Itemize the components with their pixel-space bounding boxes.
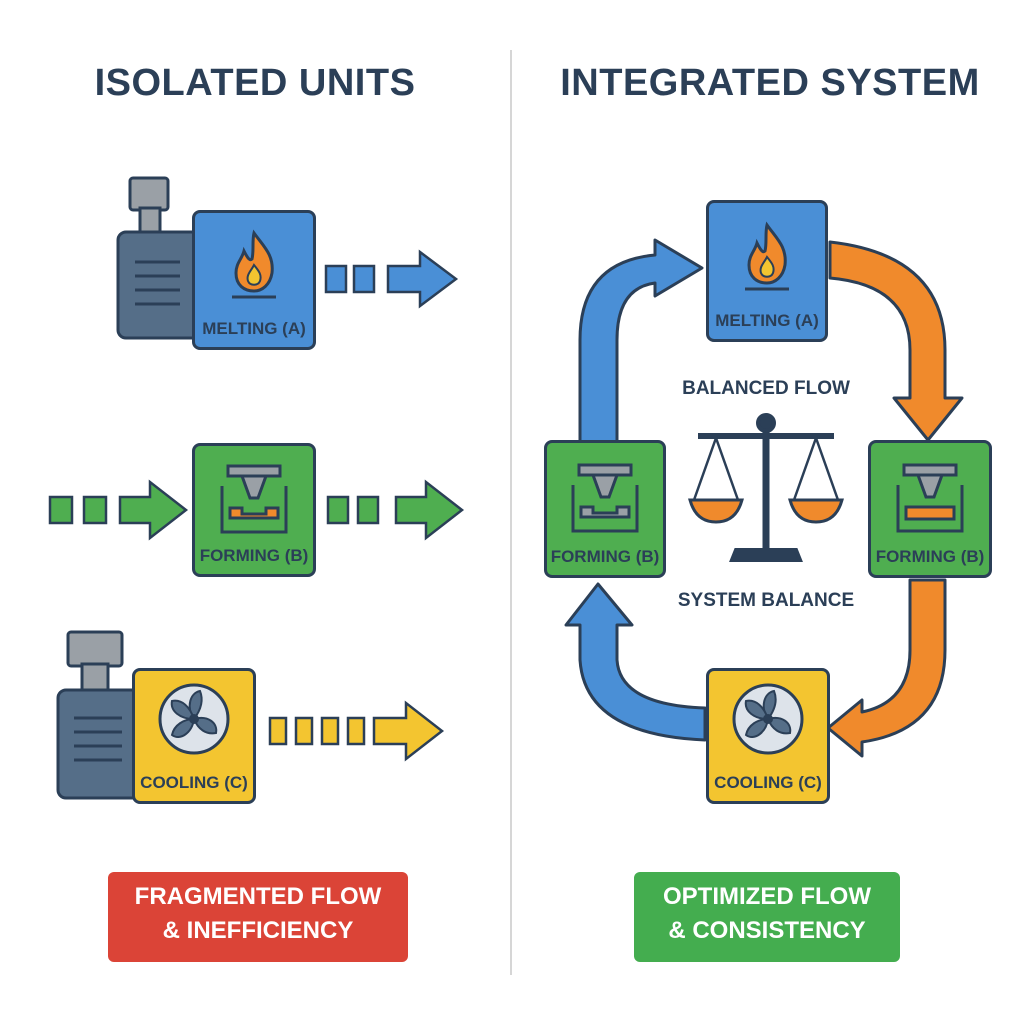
unit-cooling-left: COOLING (C): [132, 668, 256, 804]
optimized-flow-badge: OPTIMIZED FLOW & CONSISTENCY: [634, 872, 900, 962]
right-panel-title: INTEGRATED SYSTEM: [560, 62, 980, 104]
unit-melting-left-label: MELTING (A): [202, 319, 306, 338]
motor-icon-melting: [116, 176, 202, 340]
unit-forming-right-left-label: FORMING (B): [550, 547, 660, 566]
scale-icon: [688, 413, 844, 562]
unit-melting-right: MELTING (A): [706, 200, 828, 342]
unit-forming-left-label: FORMING (B): [199, 546, 309, 565]
dashed-arrow-melting-out: [324, 249, 459, 309]
motor-icon-cooling: [56, 630, 144, 800]
fragmented-flow-line1: FRAGMENTED FLOW: [134, 883, 382, 910]
cycle-arrow-cooling-to-forming: [564, 582, 707, 742]
optimized-flow-line2: & CONSISTENCY: [668, 917, 866, 944]
cycle-arrow-melting-to-forming: [828, 240, 964, 442]
unit-forming-right-left: FORMING (B): [544, 440, 666, 578]
press-icon: [571, 463, 639, 533]
dashed-arrow-forming-out: [326, 479, 465, 541]
unit-forming-right-right: FORMING (B): [868, 440, 992, 578]
system-balance-label: SYSTEM BALANCE: [677, 590, 855, 611]
panel-divider: [510, 50, 512, 975]
balanced-flow-label: BALANCED FLOW: [682, 378, 850, 399]
unit-melting-left: MELTING (A): [192, 210, 316, 350]
unit-cooling-right-label: COOLING (C): [714, 773, 822, 792]
fan-icon: [732, 683, 804, 755]
flame-icon: [232, 229, 276, 299]
optimized-flow-line1: OPTIMIZED FLOW: [663, 883, 871, 910]
cycle-arrow-forming-to-cooling: [826, 578, 947, 758]
unit-melting-right-label: MELTING (A): [715, 311, 819, 330]
press-icon: [220, 464, 288, 534]
fan-icon: [158, 683, 230, 755]
unit-cooling-left-label: COOLING (C): [140, 773, 248, 792]
unit-cooling-right: COOLING (C): [706, 668, 830, 804]
fragmented-flow-badge: FRAGMENTED FLOW & INEFFICIENCY: [108, 872, 408, 962]
left-panel-title: ISOLATED UNITS: [94, 62, 416, 104]
cycle-arrow-forming-to-melting: [578, 238, 704, 444]
fragmented-flow-line2: & INEFFICIENCY: [162, 917, 354, 944]
dashed-arrow-cooling-out: [268, 700, 445, 762]
flame-icon: [745, 221, 789, 291]
unit-forming-left: FORMING (B): [192, 443, 316, 577]
press-icon: [896, 463, 964, 533]
dashed-arrow-forming-in: [48, 479, 189, 541]
unit-forming-right-right-label: FORMING (B): [875, 547, 985, 566]
